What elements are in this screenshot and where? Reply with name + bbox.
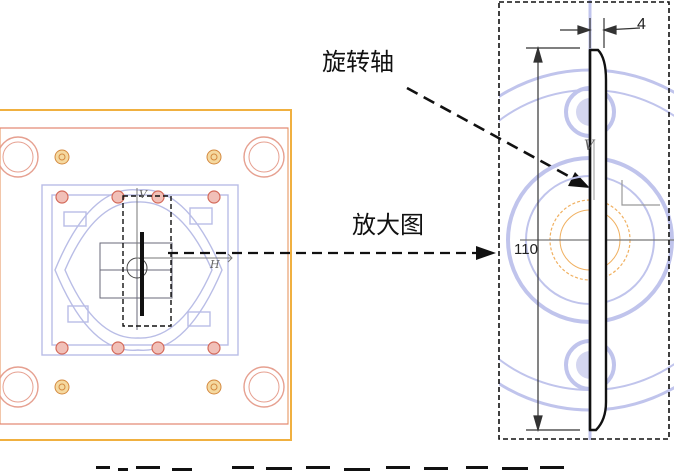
rotation-axis-label: 旋转轴 xyxy=(322,48,394,76)
dimension-110 xyxy=(526,45,580,433)
corner-bore-bl xyxy=(0,366,39,408)
central-part xyxy=(99,190,173,330)
connector-arrows xyxy=(168,86,590,260)
magnified-view-label: 放大图 xyxy=(352,211,424,239)
magnified-view xyxy=(498,0,674,440)
magnified-frame xyxy=(498,1,670,440)
magnify-arrowhead xyxy=(476,246,496,260)
corner-bore-tr xyxy=(243,136,285,178)
dimension-4 xyxy=(560,18,641,48)
corner-bore-tl xyxy=(0,136,39,178)
figure-caption-cropped xyxy=(96,466,564,471)
guide-pin-holes xyxy=(55,190,221,355)
plate-outline xyxy=(588,48,608,432)
cavity-region xyxy=(41,184,239,356)
mold-outer-frame xyxy=(0,109,292,441)
mold-plan-view xyxy=(0,109,292,441)
axis-mark-v-large: V xyxy=(584,138,595,154)
axis-mark-v-small: V xyxy=(139,188,147,201)
thickness-dimension-value: 4 xyxy=(637,16,646,33)
axis-arrowhead xyxy=(568,172,590,188)
axis-mark-h-small: H xyxy=(210,258,220,271)
length-dimension-value: 110 xyxy=(514,241,538,258)
selection-box-small xyxy=(122,195,172,327)
screw-heads xyxy=(54,149,222,395)
corner-bore-br xyxy=(243,366,285,408)
